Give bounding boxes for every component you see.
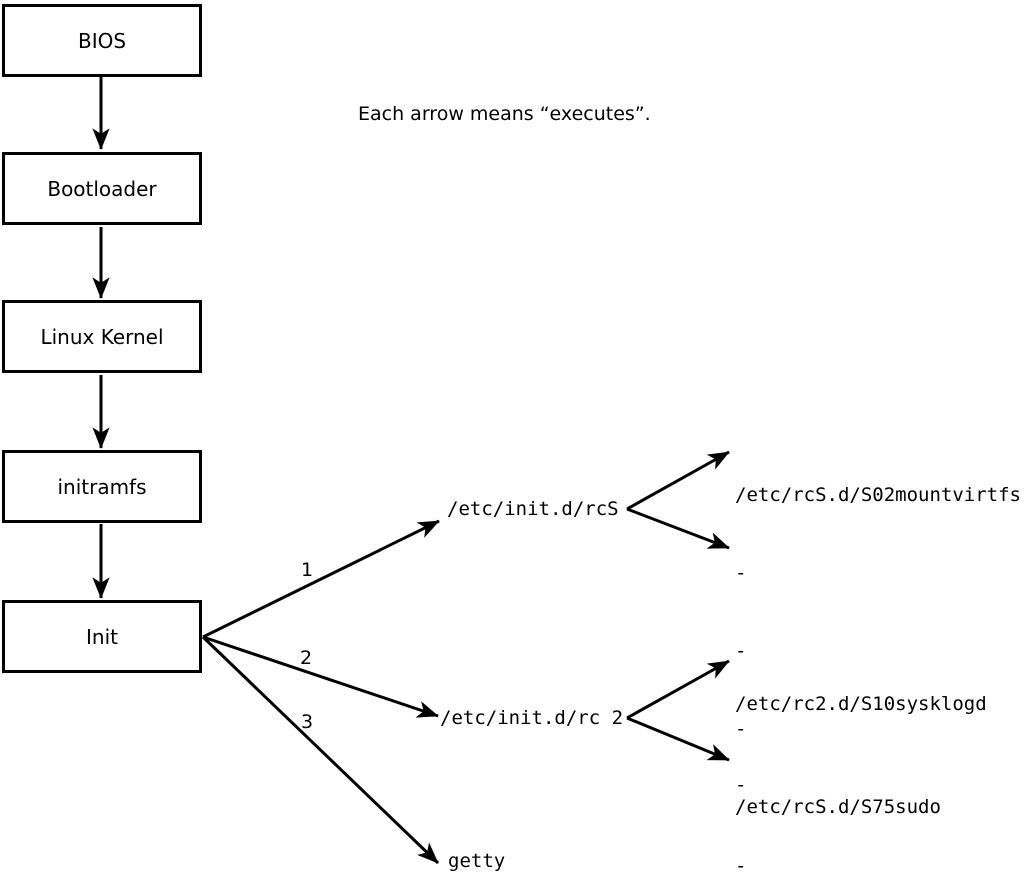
rcs-script-last: /etc/rcS.d/S75sudo <box>735 796 941 818</box>
rc2-ellipsis-2: - <box>735 855 747 875</box>
rcs-scripts-column: /etc/rcS.d/S02mountvirtfs - - - /etc/rcS… <box>735 430 1021 872</box>
box-bootloader: Bootloader <box>2 152 202 225</box>
box-bios: BIOS <box>2 4 202 77</box>
label-etc-init-d-rc2: /etc/init.d/rc 2 <box>440 707 624 729</box>
branch-3-number: 3 <box>300 711 314 733</box>
label-etc-init-d-rcs: /etc/init.d/rcS <box>447 498 619 520</box>
rcs-ellipsis-3: - <box>735 718 747 740</box>
rc2-script-first: /etc/rc2.d/S10sysklogd <box>735 693 987 715</box>
rcs-script-first: /etc/rcS.d/S02mountvirtfs <box>735 484 1021 506</box>
arrow-rcs-to-s02mountvirtfs <box>626 450 730 511</box>
box-init-label: Init <box>86 624 118 649</box>
arrow-rc2-to-s10sysklogd <box>626 659 730 720</box>
box-linux-kernel: Linux Kernel <box>2 300 202 373</box>
rcs-ellipsis-1: - <box>735 562 747 584</box>
arrow-init-to-getty <box>201 635 440 865</box>
box-initramfs-label: initramfs <box>57 474 147 499</box>
branch-1-number: 1 <box>300 559 314 581</box>
box-initramfs: initramfs <box>2 450 202 523</box>
note-text: Each arrow means “executes”. <box>358 103 651 125</box>
rc2-scripts-column: /etc/rc2.d/S10sysklogd - - - /etc/rc2.d/… <box>735 637 987 875</box>
arrow-init-to-rc2 <box>202 635 439 718</box>
arrow-rc2-to-s99gdm <box>626 716 730 762</box>
box-bootloader-label: Bootloader <box>47 176 157 201</box>
box-init: Init <box>2 600 202 673</box>
branch-2-number: 2 <box>299 647 313 669</box>
rc2-ellipsis-1: - <box>735 774 747 796</box>
rcs-ellipsis-2: - <box>735 640 747 662</box>
arrow-rcs-to-s75sudo <box>626 507 730 550</box>
box-bios-label: BIOS <box>77 28 127 53</box>
arrow-init-to-rcs <box>202 519 440 639</box>
label-getty: getty <box>448 850 506 872</box>
box-linux-kernel-label: Linux Kernel <box>40 324 164 349</box>
